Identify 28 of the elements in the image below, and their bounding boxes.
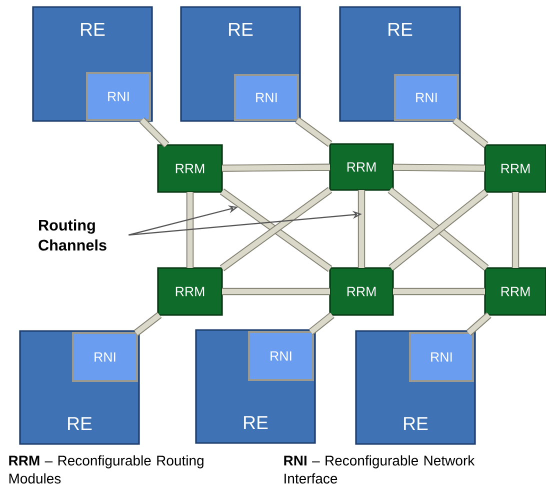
channel-tube — [134, 312, 162, 336]
routing-module-box: RRM — [157, 267, 223, 316]
interface-box: RNI — [86, 72, 151, 121]
interface-box: RNI — [234, 74, 299, 121]
callout-text: Routing Channels — [38, 219, 106, 251]
channel-tube — [222, 288, 330, 296]
routing-module-box: RRM — [157, 144, 223, 193]
interface-box: RNI — [248, 331, 314, 381]
routing-module-box: RRM — [329, 267, 394, 316]
channel-tube — [452, 117, 488, 148]
channel-tube — [466, 312, 492, 336]
channel-tube — [393, 288, 485, 296]
routing-module-box: RRM — [484, 267, 546, 316]
interface-box: RNI — [409, 332, 474, 382]
channel-tube — [139, 117, 170, 148]
channel-tube — [512, 192, 520, 268]
interface-box: RNI — [72, 332, 138, 382]
legend-text: RRM – Reconfigurable Routing Modules — [9, 455, 204, 484]
legend-text: RNI – Reconfigurable Network Interface — [284, 455, 475, 484]
routing-module-box: RRM — [329, 143, 394, 191]
routing-module-box: RRM — [484, 144, 546, 193]
channel-tube — [308, 312, 334, 335]
channel-tube — [186, 192, 194, 268]
channel-tube — [358, 190, 366, 268]
channel-tube — [392, 164, 486, 172]
channel-tube — [295, 117, 332, 147]
interface-box: RNI — [394, 74, 459, 121]
channel-tube — [222, 164, 330, 172]
